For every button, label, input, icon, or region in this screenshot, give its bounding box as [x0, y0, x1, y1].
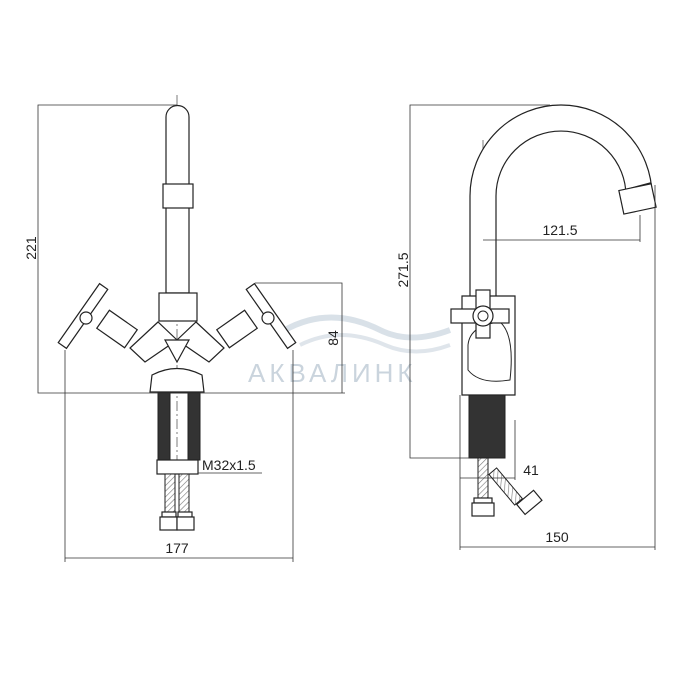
mount-nut — [156, 459, 199, 475]
dim-hose-offset: 41 — [523, 462, 539, 478]
left-valve-body — [95, 309, 139, 349]
side-shank — [468, 394, 506, 459]
dim-side-height: 271.5 — [395, 252, 411, 287]
dim-spout-reach: 121.5 — [542, 222, 577, 238]
dim-front-height: 221 — [23, 236, 39, 260]
right-valve-body — [215, 309, 259, 349]
thread-label: M32x1.5 — [202, 457, 256, 473]
aerator — [618, 183, 657, 215]
body-block — [158, 292, 198, 322]
dim-side-depth: 150 — [545, 529, 569, 545]
front-view — [37, 95, 345, 562]
side-view — [409, 104, 657, 550]
watermark-text: АКВАЛИНК — [248, 358, 417, 388]
watermark-logo: АКВАЛИНК — [248, 314, 452, 388]
dim-handle-height: 84 — [325, 330, 341, 346]
base-dome — [149, 367, 205, 393]
dim-front-width: 177 — [165, 540, 189, 556]
collar — [162, 183, 194, 209]
